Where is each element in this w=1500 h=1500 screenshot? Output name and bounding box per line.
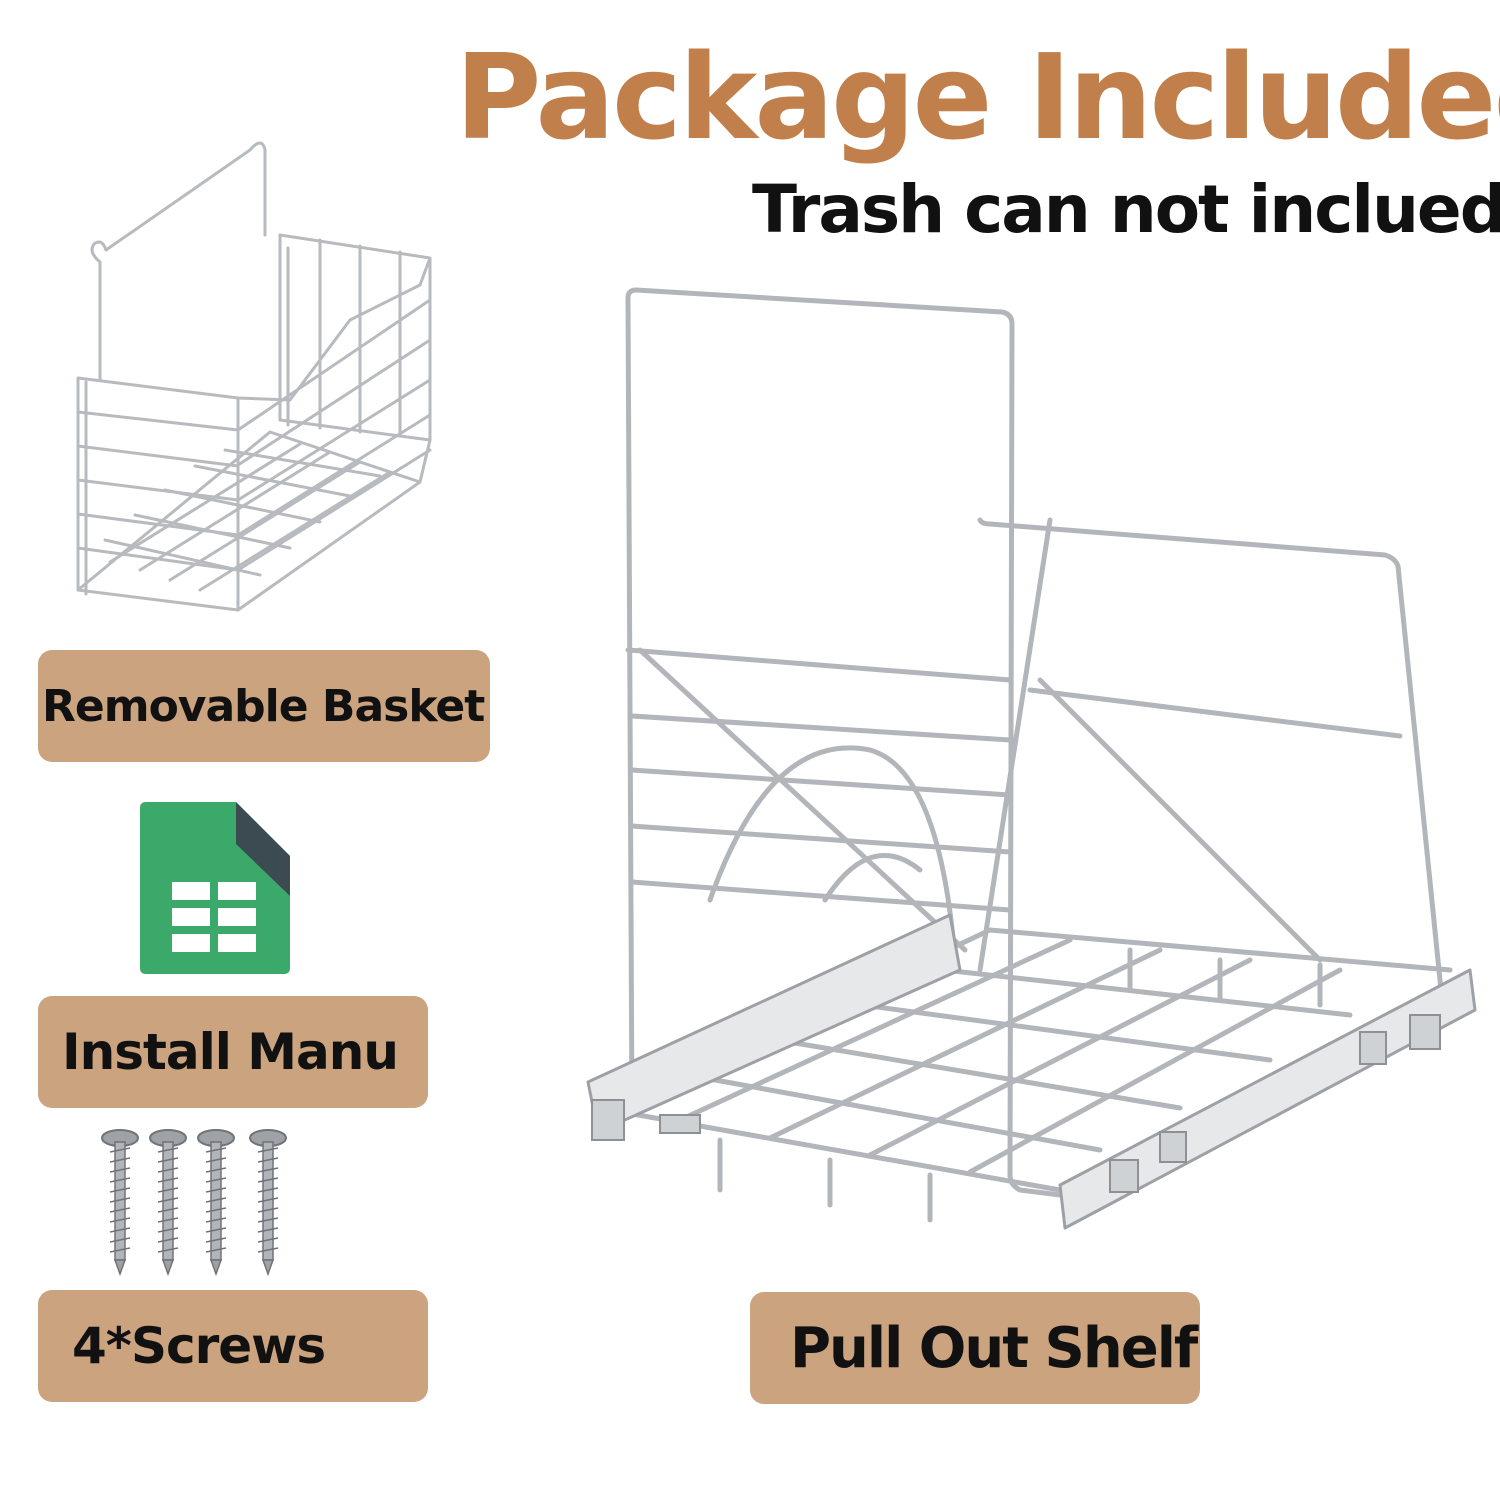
removable-basket-label: Removable Basket — [38, 650, 490, 762]
page-title: Package Included — [455, 28, 1500, 166]
pull-out-shelf-image — [586, 287, 1477, 1230]
screws-label: 4*Screws — [38, 1290, 428, 1402]
spreadsheet-file-icon — [140, 802, 290, 974]
screw-icon — [101, 1129, 287, 1275]
wire-basket-image — [76, 141, 432, 612]
pull-out-shelf-label: Pull Out Shelf — [750, 1292, 1200, 1404]
install-manual-label: Install Manu — [38, 996, 428, 1108]
page-subtitle: Trash can not inclued — [752, 171, 1500, 248]
